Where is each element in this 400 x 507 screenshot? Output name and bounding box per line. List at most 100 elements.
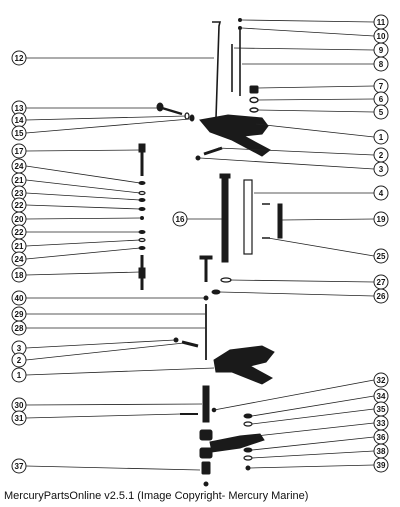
callout-circle-right-21 [373,457,389,473]
callout-leader-left-4 [25,149,141,152]
part-washer-6 [249,96,259,104]
callout-number-right-5: 6 [379,95,384,104]
part-nut-17 [138,143,146,153]
callout-number-left-22: 37 [15,462,24,471]
callout-leader-left-22 [25,465,201,471]
part-15 [189,114,195,122]
part-10 [238,26,242,30]
callout-number-right-12: 25 [377,252,386,261]
callout-number-right-15: 32 [377,376,386,385]
callout-leader-left-17 [25,339,176,349]
callout-number-left-2: 14 [15,116,24,125]
callout-circle-left-0 [172,211,188,227]
callout-number-right-17: 35 [377,405,386,414]
callout-number-left-19: 1 [17,371,22,380]
callout-number-left-17: 3 [17,344,22,353]
callout-number-left-4: 17 [15,147,24,156]
callout-leader-left-9 [25,217,141,220]
callout-leader-right-9 [199,157,375,170]
part-3-upper [195,155,201,161]
part-sleeve-4 [243,179,253,255]
callout-number-left-5: 24 [15,162,24,171]
callout-leader-right-1 [241,27,375,37]
callout-leader-left-21 [25,413,181,419]
part-post-30 [202,385,210,423]
callout-number-left-0: 12 [15,54,24,63]
diagram-caption: MercuryPartsOnline v2.5.1 (Image Copyrig… [4,490,309,502]
part-washer-5 [249,107,259,113]
callout-labels: 1213141517242123222022212418402928321303… [11,14,389,474]
callout-leader-right-8 [217,147,375,156]
callout-leader-right-16 [251,395,375,417]
part-housing-37a [199,429,213,441]
callout-leader-right-21 [249,464,375,469]
part-35 [243,421,253,427]
callout-circle-left-13 [11,267,27,283]
callout-leader-right-17 [251,408,375,425]
callout-circle-left-4 [11,143,27,159]
part-bolt-13 [161,106,183,116]
callout-number-left-20: 30 [15,401,24,410]
callout-number-left-10: 22 [15,228,24,237]
parts-drawing [138,18,283,487]
callout-circle-right-9 [373,161,389,177]
callout-number-right-1: 10 [377,32,386,41]
callout-leader-right-6 [257,109,375,113]
part-11 [238,18,242,22]
callout-number-left-7: 23 [15,189,24,198]
callout-number-right-7: 1 [379,133,384,142]
callout-number-left-18: 2 [17,356,22,365]
callout-number-left-11: 21 [15,242,24,251]
callout-leader-left-6 [25,179,141,194]
part-post-cap [199,255,213,260]
part-nut-7 [249,85,259,94]
callout-leader-right-11 [281,218,375,221]
part-tube-16 [221,175,229,263]
callout-circle-left-14 [11,290,27,306]
callout-number-left-9: 20 [15,215,24,224]
part-pin-2-upper [203,146,223,156]
callout-number-right-19: 36 [377,433,386,442]
part-38 [243,455,253,461]
callout-number-left-6: 21 [15,176,24,185]
callout-leader-right-18 [255,422,375,437]
callout-leader-left-2 [25,115,187,121]
callout-circle-right-10 [373,185,389,201]
callout-leader-left-5 [25,165,141,184]
callout-circle-left-19 [11,367,27,383]
callout-leader-left-20 [25,403,203,406]
part-tube-16-cap [219,173,231,179]
part-housing-37c [201,461,211,475]
callout-number-left-0: 16 [176,215,185,224]
callout-circle-right-15 [373,372,389,388]
callout-number-right-2: 9 [379,46,384,55]
callout-number-right-13: 27 [377,278,386,287]
callout-circle-left-18 [11,352,27,368]
part-39 [245,465,251,471]
callout-number-right-0: 11 [377,18,386,27]
callout-leader-right-19 [251,436,375,451]
callout-leader-left-19 [25,367,215,376]
part-19 [277,203,283,239]
callout-number-right-4: 7 [379,82,384,91]
callout-leader-left-11 [25,239,141,247]
part-36 [243,447,253,453]
callout-number-right-11: 19 [377,215,386,224]
callout-number-right-18: 33 [377,419,386,428]
callout-circle-right-14 [373,288,389,304]
part-34 [243,413,253,419]
callout-number-left-15: 29 [15,310,24,319]
part-pin-2-lower [181,340,199,348]
callout-circle-left-3 [11,125,27,141]
callout-leader-right-0 [241,19,375,23]
callout-number-right-16: 34 [377,392,386,401]
callout-number-left-14: 40 [15,294,24,303]
callout-number-left-21: 31 [15,414,24,423]
part-27 [220,277,232,283]
callout-leader-left-3 [25,118,191,134]
callout-circle-right-12 [373,248,389,264]
callout-number-right-21: 39 [377,461,386,470]
callout-number-right-14: 26 [377,292,386,301]
callout-number-right-8: 2 [379,151,384,160]
part-20 [140,216,144,220]
